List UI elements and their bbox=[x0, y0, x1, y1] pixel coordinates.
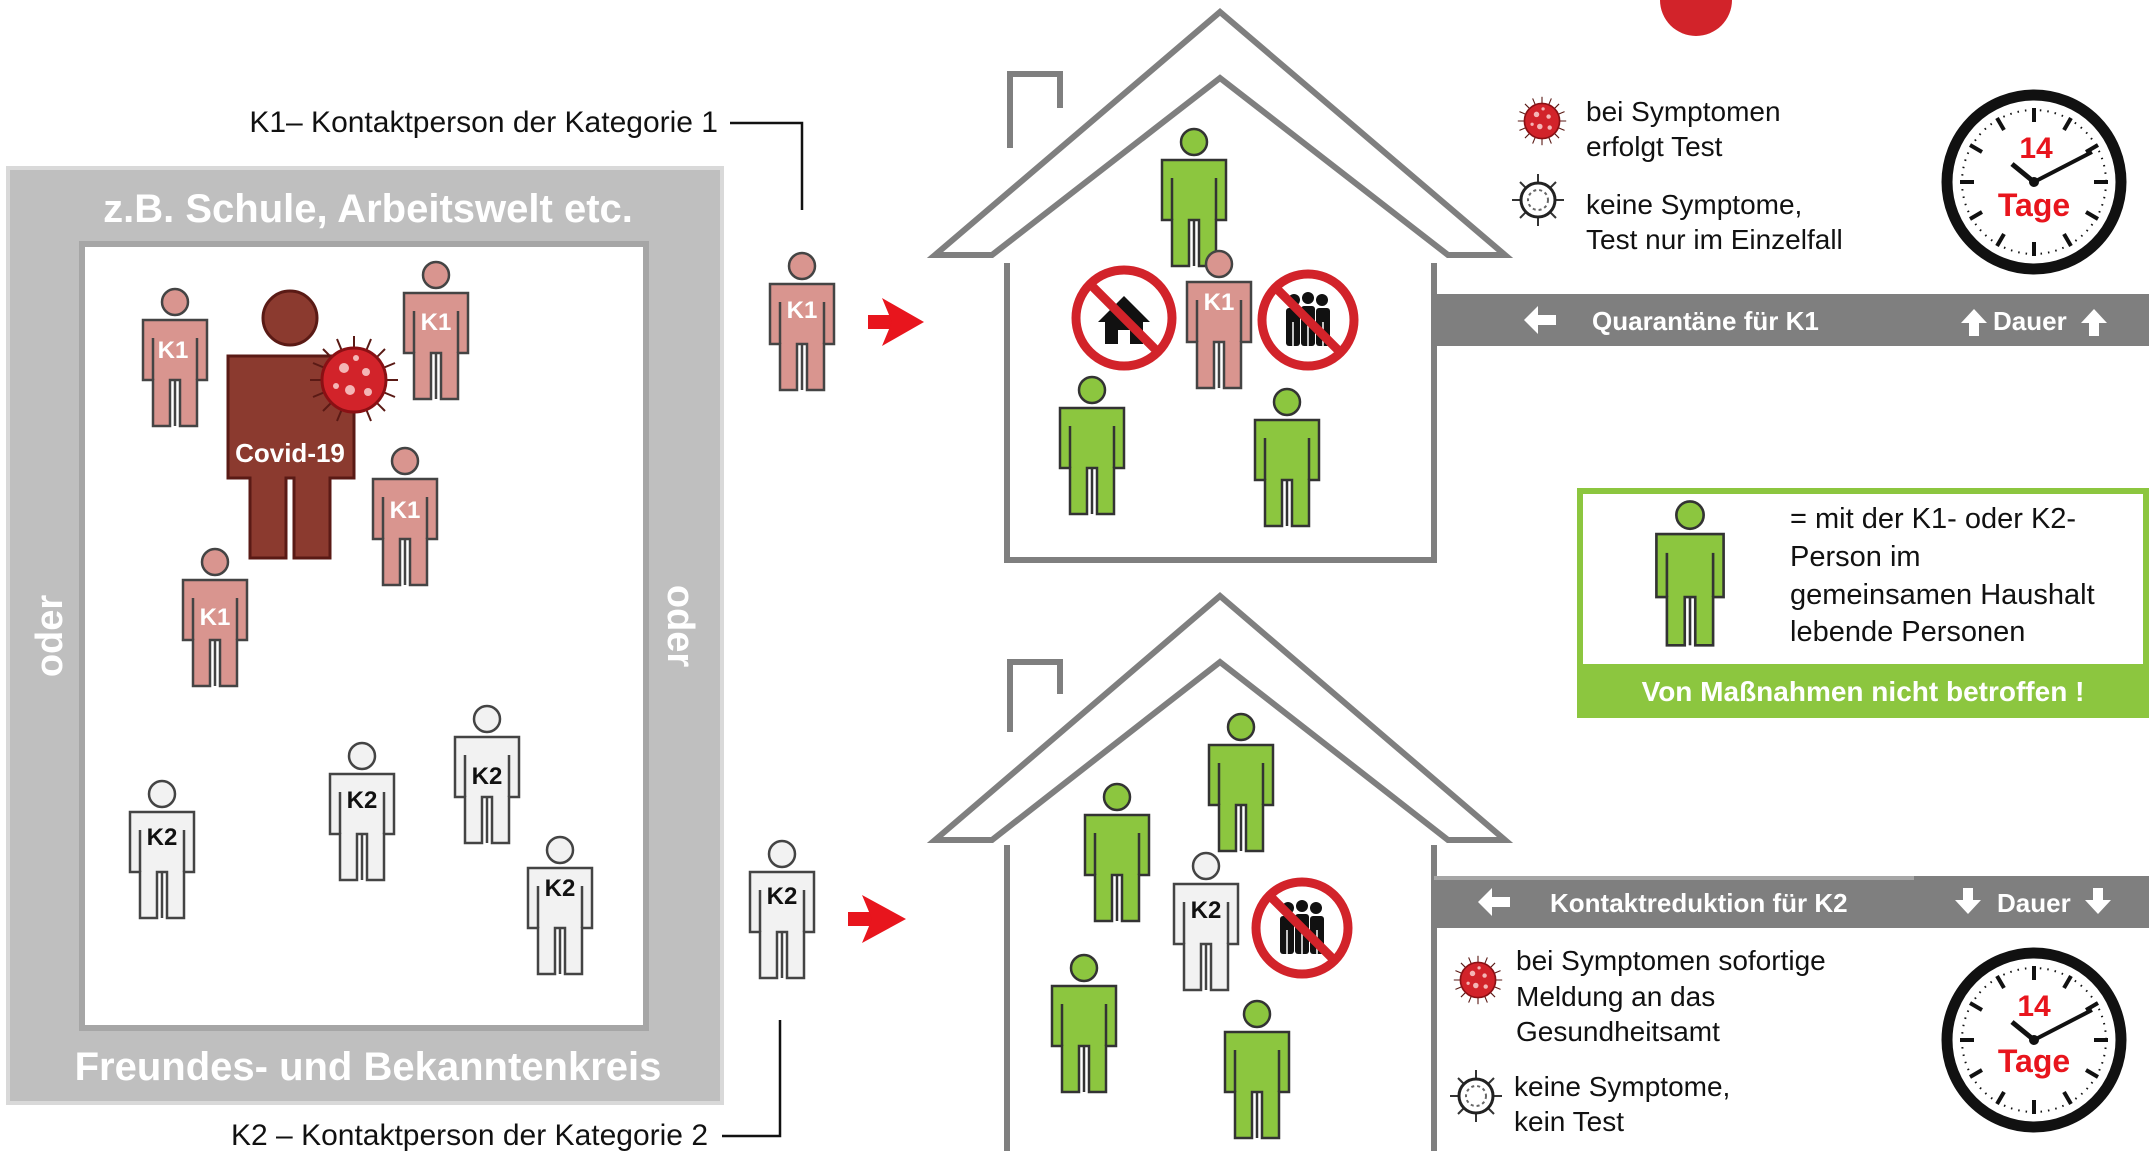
frame-top-label: z.B. Schule, Arbeitswelt etc. bbox=[103, 187, 633, 231]
covid-label: Covid-19 bbox=[235, 438, 345, 468]
virus-icon bbox=[308, 334, 400, 426]
k1-label: K1 bbox=[390, 497, 421, 524]
k2-nosymptoms-line1: keine Symptome, bbox=[1514, 1071, 1730, 1102]
k1-nosymptoms-line1: keine Symptome, bbox=[1586, 189, 1802, 220]
k1-label: K1 bbox=[421, 309, 452, 336]
virus-outline-icon bbox=[1448, 1068, 1504, 1124]
arrow-left-icon bbox=[1524, 306, 1556, 334]
k1-nosymptoms-line2: Test nur im Einzelfall bbox=[1586, 224, 1843, 255]
k1-caption: K1– Kontaktperson der Kategorie 1 bbox=[249, 106, 718, 139]
k2-nosymptoms-line2: kein Test bbox=[1514, 1106, 1624, 1137]
legend-footer: Von Maßnahmen nicht betroffen ! bbox=[1642, 676, 2085, 707]
k1-person-in-house bbox=[1185, 249, 1253, 390]
k1-leader-line bbox=[730, 121, 804, 210]
k2-label: K2 bbox=[545, 875, 576, 902]
k2-symptoms-line2: Meldung an das bbox=[1516, 981, 1715, 1012]
k1-label: K1 bbox=[200, 604, 231, 631]
clock-icon: 14 Tage bbox=[1947, 95, 2121, 269]
quarantine-label: Quarantäne für K1 bbox=[1592, 306, 1819, 336]
household-person bbox=[1083, 782, 1151, 923]
k2-label: K2 bbox=[147, 824, 178, 851]
no-gatherings-icon bbox=[1251, 877, 1353, 979]
contact-reduction-bar: Kontaktreduktion für K2 Dauer bbox=[1434, 876, 2149, 928]
household-person bbox=[1058, 375, 1126, 516]
k2-leader-line bbox=[722, 1020, 782, 1138]
frame-bottom-label: Freundes- und Bekanntenkreis bbox=[75, 1045, 662, 1089]
virus-icon bbox=[1452, 954, 1504, 1006]
household-person bbox=[1253, 387, 1321, 528]
house-k2 bbox=[926, 592, 1514, 1151]
household-person bbox=[1207, 712, 1275, 853]
k2-label: K2 bbox=[1191, 897, 1222, 924]
arrow-down-icon bbox=[2085, 888, 2111, 914]
clock-number: 14 bbox=[2017, 990, 2051, 1023]
duration-label: Dauer bbox=[1993, 306, 2067, 336]
virus-outline-icon bbox=[1510, 172, 1566, 228]
k1-label: K1 bbox=[158, 337, 189, 364]
legend-line4: lebende Personen bbox=[1790, 616, 2025, 648]
k2-label: K2 bbox=[767, 883, 798, 910]
covid-person: Covid-19 bbox=[226, 289, 356, 560]
k1-symptoms-line2: erfolgt Test bbox=[1586, 131, 1723, 162]
k2-label: K2 bbox=[347, 787, 378, 814]
legend-box: = mit der K1- oder K2- Person im gemeins… bbox=[1577, 488, 2149, 718]
legend-line2: Person im bbox=[1790, 541, 1921, 573]
k2-symptoms-line3: Gesundheitsamt bbox=[1516, 1016, 1720, 1047]
k1-symptoms-line1: bei Symptomen bbox=[1586, 96, 1781, 127]
k1-label: K1 bbox=[787, 297, 818, 324]
no-gatherings-icon bbox=[1257, 269, 1359, 371]
clock-unit: Tage bbox=[1998, 187, 2070, 223]
house-k1 bbox=[926, 8, 1514, 563]
arrow-right-icon bbox=[848, 895, 906, 943]
setting-frame: z.B. Schule, Arbeitswelt etc. Freundes- … bbox=[6, 166, 724, 1105]
household-person bbox=[1160, 127, 1228, 268]
contact-reduction-label: Kontaktreduktion für K2 bbox=[1550, 888, 1848, 918]
no-leaving-home-icon bbox=[1071, 265, 1177, 371]
arrow-right-icon bbox=[868, 298, 924, 346]
arrow-up-icon bbox=[2081, 309, 2107, 336]
clock-number: 14 bbox=[2019, 132, 2053, 165]
arrow-left-icon bbox=[1478, 888, 1510, 916]
k2-symptoms-line1: bei Symptomen sofortige bbox=[1516, 945, 1826, 976]
virus-icon bbox=[1516, 95, 1568, 147]
frame-right-label: oder bbox=[659, 585, 701, 668]
top-badge-icon bbox=[1660, 0, 1732, 36]
k1-label: K1 bbox=[1204, 289, 1235, 316]
household-person bbox=[1223, 999, 1291, 1140]
quarantine-bar: Quarantäne für K1 Dauer bbox=[1434, 294, 2149, 346]
arrow-down-icon bbox=[1955, 888, 1981, 914]
arrow-up-icon bbox=[1961, 309, 1987, 336]
duration-label: Dauer bbox=[1997, 888, 2071, 918]
k2-label: K2 bbox=[472, 763, 503, 790]
household-person bbox=[1050, 953, 1118, 1094]
clock-unit: Tage bbox=[1998, 1043, 2070, 1079]
legend-line1: = mit der K1- oder K2- bbox=[1790, 503, 2076, 535]
k2-caption: K2 – Kontaktperson der Kategorie 2 bbox=[231, 1119, 708, 1151]
legend-line3: gemeinsamen Haushalt bbox=[1790, 579, 2095, 611]
frame-left-label: oder bbox=[29, 595, 71, 678]
clock-icon: 14 Tage bbox=[1947, 953, 2121, 1127]
